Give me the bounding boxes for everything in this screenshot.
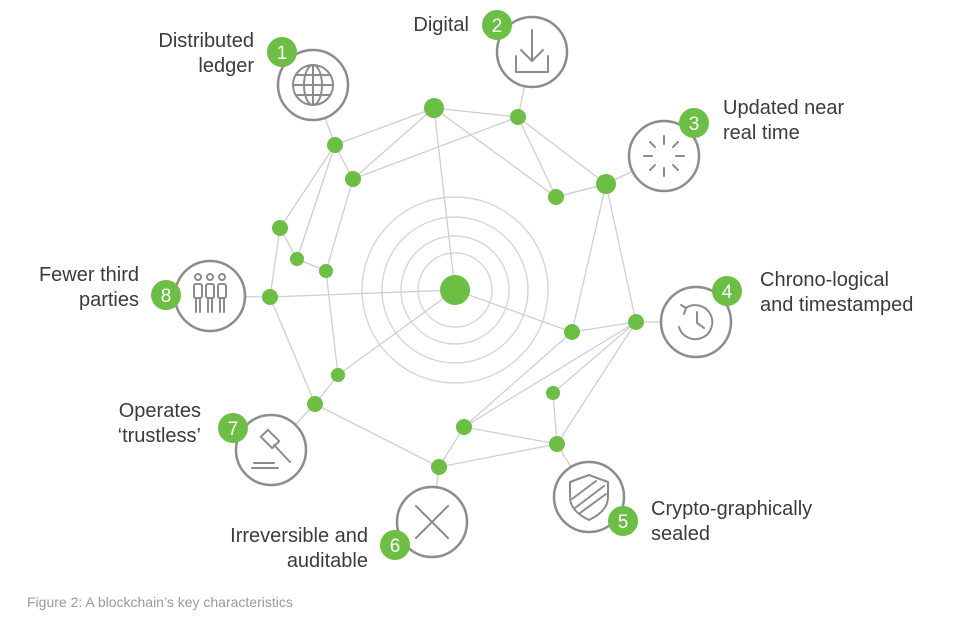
badge-number: 5 [618,512,629,533]
label-operates-trustless: Operates ‘trustless’ [117,400,201,447]
concentric-rings [361,196,549,384]
number-badges: 1 2 3 4 5 6 7 8 [151,10,742,560]
label-updated-near-real-time: Updated near real time [723,97,845,144]
network-node [431,459,447,475]
globe-icon [292,64,334,106]
number-badge-7: 7 [218,413,248,443]
number-badge-8: 8 [151,280,181,310]
network-node [331,368,345,382]
number-badge-5: 5 [608,506,638,536]
label-distributed-ledger: Distributed ledger [158,30,254,77]
network-node [548,189,564,205]
network-node [424,98,444,118]
download-icon [515,29,549,73]
label-crypto-graphically-sealed: Crypto-graphically sealed [651,498,813,545]
gavel-icon [251,428,291,469]
loading-spinner-icon [643,135,685,177]
network-node [290,252,304,266]
characteristic-8-icon-circle [173,259,247,333]
network-nodes [262,98,644,475]
label-fewer-third-parties: Fewer third parties [38,264,139,311]
network-node [596,174,616,194]
number-badge-2: 2 [482,10,512,40]
characteristic-3-icon-circle [627,119,701,193]
badge-number: 4 [722,282,733,303]
network-node [345,171,361,187]
clock-history-icon [678,304,714,341]
network-node [628,314,644,330]
network-node [549,436,565,452]
badge-number: 2 [492,16,503,37]
shield-icon [569,474,609,521]
network-node [307,396,323,412]
network-node [456,419,472,435]
network-node [327,137,343,153]
network-node [564,324,580,340]
people-icon [193,273,227,313]
figure-caption: Figure 2: A blockchain’s key characteris… [27,594,293,610]
badge-number: 3 [689,114,700,135]
label-digital: Digital [413,14,469,36]
network-node [510,109,526,125]
network-node [319,264,333,278]
network-node [262,289,278,305]
number-badge-3: 3 [679,108,709,138]
network-node [546,386,560,400]
badge-number: 6 [390,536,401,557]
number-badge-6: 6 [380,530,410,560]
badge-number: 8 [161,286,172,307]
number-badge-1: 1 [267,37,297,67]
network-node [272,220,288,236]
cross-icon [415,505,449,539]
number-badge-4: 4 [712,276,742,306]
badge-number: 1 [277,43,288,64]
badge-number: 7 [228,419,239,440]
label-irreversible-auditable: Irreversible and auditable [230,525,368,572]
label-chrono-logical: Chrono-logical and timestamped [760,269,914,316]
network-node [440,275,470,305]
